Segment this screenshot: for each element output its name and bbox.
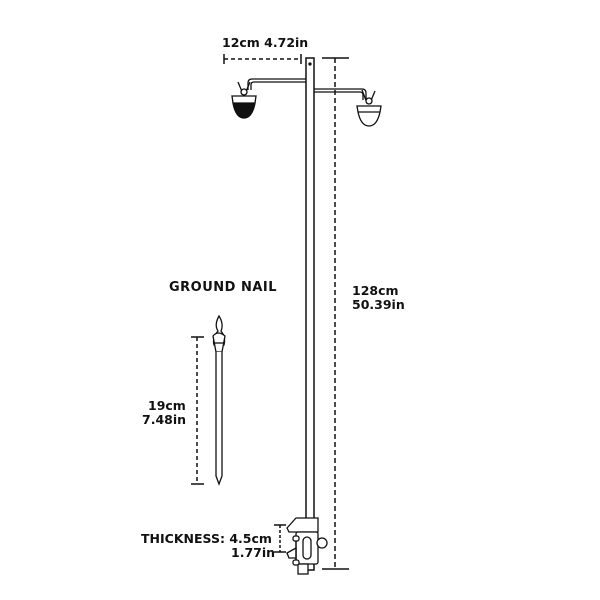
pole-height-in-label: 50.39in xyxy=(352,297,405,312)
ground-nail-cm-label: 19cm xyxy=(148,398,186,413)
ground-nail-in-label: 7.48in xyxy=(142,412,187,427)
thickness-in-label: 1.77in xyxy=(231,545,276,560)
arm-width-label: 12cm 4.72in xyxy=(222,35,309,50)
ground-nail-title: GROUND NAIL xyxy=(169,280,278,295)
pole-height-dimension-line xyxy=(322,57,349,570)
left-lantern-icon xyxy=(231,81,257,119)
thickness-cm-value: 4.5cm xyxy=(229,531,272,546)
arm-width-dimension-line xyxy=(223,54,302,64)
thickness-label: THICKNESS: 4.5cm xyxy=(141,531,272,546)
pole xyxy=(305,57,315,571)
thickness-title: THICKNESS xyxy=(141,531,220,546)
thickness-dimension-line xyxy=(274,524,286,553)
ground-nail-icon xyxy=(212,314,226,486)
right-arm xyxy=(314,88,367,100)
left-arm xyxy=(247,78,306,90)
right-lantern-icon xyxy=(356,89,382,127)
thickness-separator: : xyxy=(219,531,225,546)
pole-height-cm-label: 128cm xyxy=(352,283,399,298)
ground-nail-dimension-line xyxy=(191,336,204,485)
table-clamp-icon xyxy=(286,517,328,575)
